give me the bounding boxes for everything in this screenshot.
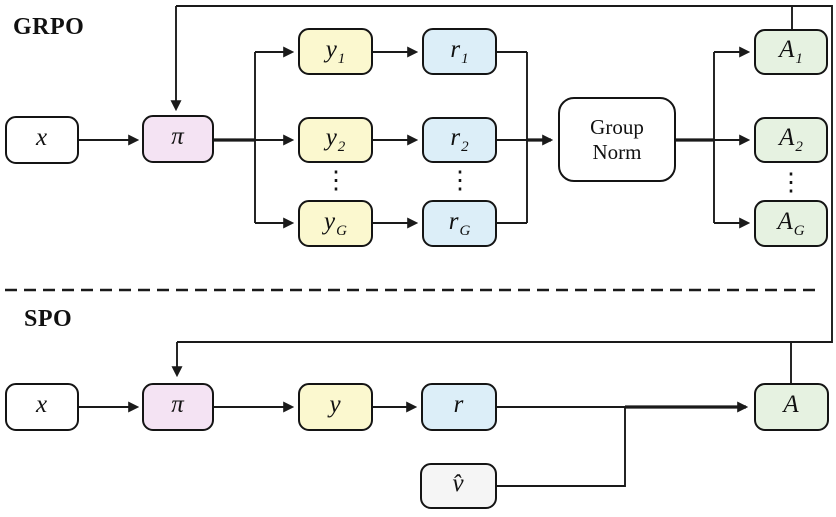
grpo-r2-node: r2 <box>422 117 497 163</box>
grpo-pi-label: π <box>171 123 184 150</box>
grpo-y1-node: y1 <box>298 28 373 75</box>
spo-y-label: y <box>329 391 341 418</box>
spo-pi-node: π <box>142 383 214 431</box>
spo-x-node: x <box>5 383 79 431</box>
grpo-A2-node: A2 <box>754 117 828 163</box>
grpo-r1-node: r1 <box>422 28 497 75</box>
spo-y-node: y <box>298 383 373 431</box>
grpo-A2-label: A2 <box>779 124 803 155</box>
grpo-groupnorm-node: Group Norm <box>558 97 676 182</box>
grpo-y-ellipsis: ⋮ <box>323 167 349 194</box>
spo-vhat-node: v̂ <box>420 463 497 509</box>
grpo-AG-node: AG <box>754 200 828 247</box>
grpo-A1-label: A1 <box>779 36 803 67</box>
spo-vhat-to-junction <box>497 407 626 487</box>
grpo-title: GRPO <box>13 14 85 40</box>
grpo-r1-label: r1 <box>450 35 469 67</box>
spo-x-label: x <box>35 391 48 418</box>
grpo-x-label: x <box>35 124 48 151</box>
grpo-r2-label: r2 <box>450 124 469 155</box>
grpo-x-node: x <box>5 116 79 164</box>
spo-title: SPO <box>24 306 73 332</box>
feedback-rail <box>176 5 833 343</box>
grpo-AG-label: AG <box>777 207 805 239</box>
grpo-yG-label: yG <box>324 207 347 239</box>
grpo-r-ellipsis: ⋮ <box>447 167 473 194</box>
grpo-A-ellipsis: ⋮ <box>778 169 804 196</box>
grpo-A1-node: A1 <box>754 29 828 75</box>
spo-pi-label: π <box>171 391 184 418</box>
grpo-groupnorm-label: Group Norm <box>590 114 644 164</box>
grpo-pi-node: π <box>142 115 214 163</box>
grpo-y2-label: y2 <box>325 124 346 155</box>
grpo-y2-node: y2 <box>298 117 373 163</box>
spo-vhat-label: v̂ <box>452 470 464 497</box>
spo-r-node: r <box>421 383 497 431</box>
spo-r-label: r <box>453 391 464 418</box>
spo-A-node: A <box>754 383 829 431</box>
grpo-yG-node: yG <box>298 200 373 247</box>
spo-A-label: A <box>783 391 799 418</box>
grpo-y1-label: y1 <box>325 35 346 67</box>
grpo-rG-label: rG <box>448 207 471 239</box>
grpo-rG-node: rG <box>422 200 497 247</box>
